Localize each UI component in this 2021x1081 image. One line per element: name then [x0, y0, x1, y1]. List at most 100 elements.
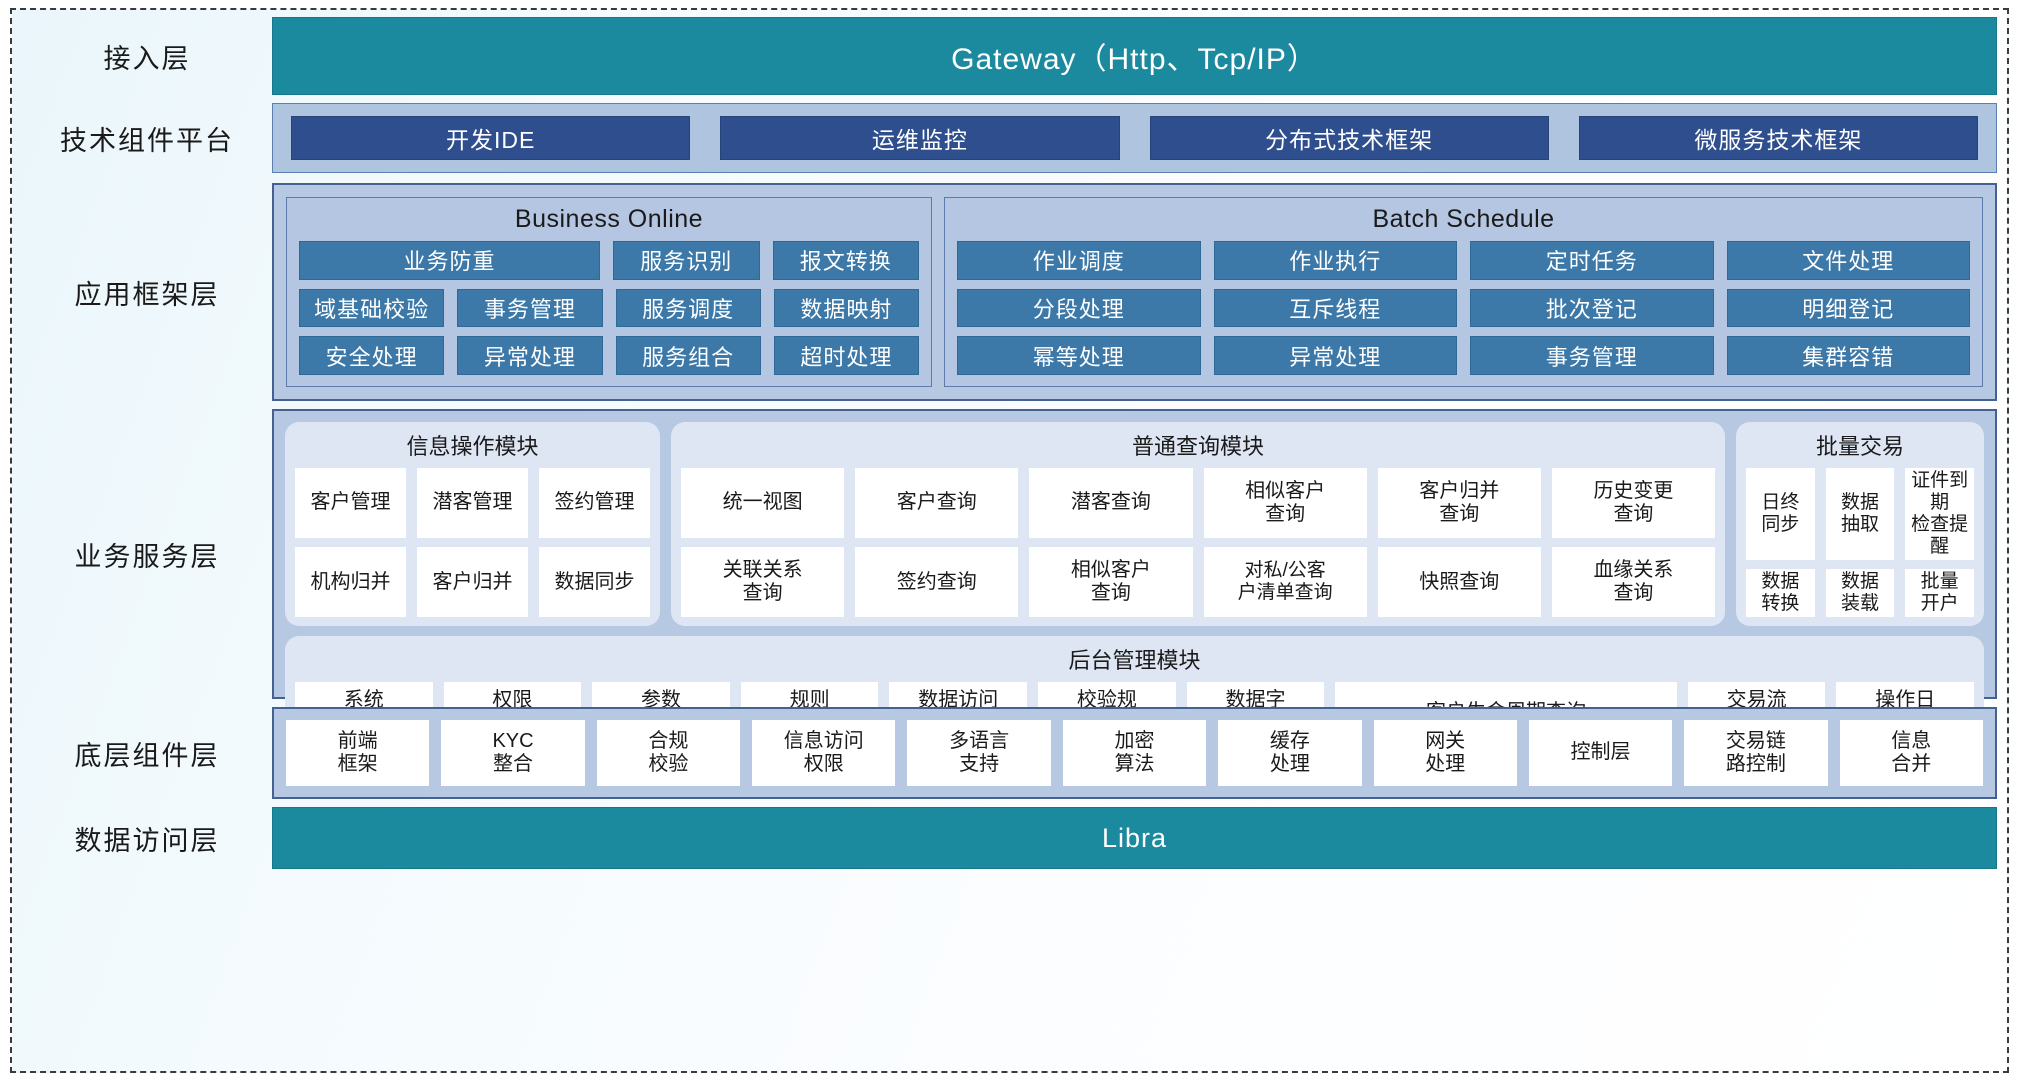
info-module-row-1: 客户管理 潜客管理 签约管理 — [295, 468, 650, 539]
layer-data-access: 数据访问层 Libra — [22, 807, 1997, 869]
chip-file-process[interactable]: 文件处理 — [1726, 241, 1970, 280]
chip-frontend-framework[interactable]: 前端 框架 — [286, 720, 430, 786]
chip-encryption-algorithm[interactable]: 加密 算法 — [1062, 720, 1207, 786]
group-title-info-operation: 信息操作模块 — [406, 434, 539, 459]
chip-detail-register[interactable]: 明细登记 — [1726, 288, 1970, 328]
batch-tx-row-2: 数据 转换 数据 装载 批量 开户 — [1746, 569, 1975, 618]
chip-customer-merge[interactable]: 客户归并 — [417, 547, 528, 618]
batch-tx-rows: 日终 同步 数据 抽取 证件到期 检查提醒 数据 转换 数据 装载 批量 开户 — [1746, 468, 1975, 618]
chip-transaction-manage-batch[interactable]: 事务管理 — [1470, 336, 1714, 376]
batch-schedule-rows: 作业调度 作业执行 定时任务 文件处理 分段处理 互斥线程 批次登记 明细登记 — [957, 241, 1970, 376]
group-title-business-online: Business Online — [514, 205, 704, 233]
business-online-row-1: 业务防重 服务识别 报文转换 — [299, 241, 919, 280]
chip-exception-process-online[interactable]: 异常处理 — [457, 336, 603, 376]
layer-label-access: 接入层 — [103, 43, 191, 74]
chip-scheduled-task[interactable]: 定时任务 — [1470, 241, 1714, 280]
tech-chip-ops-monitor[interactable]: 运维监控 — [720, 116, 1120, 160]
chip-security-process[interactable]: 安全处理 — [299, 336, 445, 376]
query-module-row-1: 统一视图 客户查询 潜客查询 相似客户 查询 客户归并 查询 历史变更 查询 — [681, 468, 1716, 539]
chip-service-identify[interactable]: 服务识别 — [613, 241, 760, 280]
chip-private-public-customer-list-query[interactable]: 对私/公客 户清单查询 — [1203, 547, 1367, 618]
group-title-batch-schedule: Batch Schedule — [1372, 205, 1555, 233]
batch-schedule-row-2: 分段处理 互斥线程 批次登记 明细登记 — [957, 288, 1970, 328]
chip-kyc-integration[interactable]: KYC 整合 — [441, 720, 585, 786]
tech-chip-distributed-framework[interactable]: 分布式技术框架 — [1149, 116, 1549, 160]
query-module-row-2: 关联关系 查询 签约查询 相似客户 查询 对私/公客 户清单查询 快照查询 血缘… — [681, 547, 1716, 618]
chip-snapshot-query[interactable]: 快照查询 — [1377, 547, 1541, 618]
chip-customer-query[interactable]: 客户查询 — [855, 468, 1019, 539]
chip-cluster-fault-tolerance[interactable]: 集群容错 — [1726, 336, 1970, 376]
chip-job-execute[interactable]: 作业执行 — [1213, 241, 1457, 280]
chip-message-convert[interactable]: 报文转换 — [772, 241, 919, 280]
batch-schedule-row-3: 幂等处理 异常处理 事务管理 集群容错 — [957, 336, 1970, 376]
chip-job-schedule[interactable]: 作业调度 — [957, 241, 1201, 280]
libra-bar[interactable]: Libra — [272, 807, 1997, 869]
chip-business-dedup[interactable]: 业务防重 — [299, 241, 601, 280]
layer-label-tech: 技术组件平台 — [60, 125, 234, 156]
chip-customer-manage[interactable]: 客户管理 — [295, 468, 406, 539]
chip-data-transform[interactable]: 数据 转换 — [1746, 569, 1815, 618]
tech-chip-microservice-framework[interactable]: 微服务技术框架 — [1578, 116, 1978, 160]
layer-access: 接入层 Gateway（Http、Tcp/IP） — [22, 17, 1997, 95]
chip-segment-process[interactable]: 分段处理 — [957, 288, 1201, 328]
batch-tx-row-1: 日终 同步 数据 抽取 证件到期 检查提醒 — [1746, 468, 1975, 561]
info-module-row-2: 机构归并 客户归并 数据同步 — [295, 547, 650, 618]
business-service-panel: 信息操作模块 客户管理 潜客管理 签约管理 机构归并 客户归并 — [272, 409, 1997, 752]
chip-control-layer[interactable]: 控制层 — [1528, 720, 1673, 786]
chip-batch-register[interactable]: 批次登记 — [1470, 288, 1714, 328]
chip-domain-basic-validate[interactable]: 域基础校验 — [299, 288, 445, 328]
chip-transaction-manage[interactable]: 事务管理 — [457, 288, 603, 328]
layer-app-framework: 应用框架层 Business Online 业务防重 服务识别 报文转换 — [22, 183, 1997, 401]
chip-data-extract[interactable]: 数据 抽取 — [1825, 468, 1895, 561]
business-online-rows: 业务防重 服务识别 报文转换 域基础校验 事务管理 服务调度 数据映射 — [299, 241, 919, 376]
chip-service-schedule[interactable]: 服务调度 — [615, 288, 761, 328]
chip-relation-query[interactable]: 关联关系 查询 — [681, 547, 845, 618]
chip-unified-view[interactable]: 统一视图 — [681, 468, 845, 539]
layer-body-base-component: 前端 框架 KYC 整合 合规 校验 信息访问 权限 多语言 支持 加密 算法 … — [272, 707, 1997, 799]
chip-data-mapping[interactable]: 数据映射 — [773, 288, 919, 328]
chip-org-merge[interactable]: 机构归并 — [295, 547, 406, 618]
chip-service-compose[interactable]: 服务组合 — [615, 336, 761, 376]
chip-similar-customer-query-1[interactable]: 相似客户 查询 — [1203, 468, 1367, 539]
chip-mutex-thread[interactable]: 互斥线程 — [1213, 288, 1457, 328]
chip-data-load[interactable]: 数据 装载 — [1825, 569, 1895, 618]
chip-certificate-expiry-reminder[interactable]: 证件到期 检查提醒 — [1905, 468, 1975, 561]
group-business-online: Business Online 业务防重 服务识别 报文转换 域基础校验 事务管… — [286, 197, 932, 387]
business-service-top-row: 信息操作模块 客户管理 潜客管理 签约管理 机构归并 客户归并 — [285, 422, 1984, 627]
chip-batch-account-open[interactable]: 批量 开户 — [1905, 569, 1975, 618]
chip-gateway-process[interactable]: 网关 处理 — [1373, 720, 1517, 786]
chip-info-merge[interactable]: 信息 合并 — [1839, 720, 1983, 786]
chip-info-access-permission[interactable]: 信息访问 权限 — [752, 720, 896, 786]
layer-body-data-access: Libra — [272, 807, 1997, 869]
layer-label-business-service: 业务服务层 — [74, 541, 220, 572]
chip-timeout-process[interactable]: 超时处理 — [773, 336, 919, 376]
group-batch-transaction: 批量交易 日终 同步 数据 抽取 证件到期 检查提醒 数据 转换 数据 装载 — [1736, 422, 1984, 627]
group-batch-schedule: Batch Schedule 作业调度 作业执行 定时任务 文件处理 分段处理 … — [944, 197, 1983, 387]
chip-prospect-query[interactable]: 潜客查询 — [1029, 468, 1193, 539]
chip-data-sync[interactable]: 数据同步 — [539, 547, 650, 618]
app-framework-panel: Business Online 业务防重 服务识别 报文转换 域基础校验 事务管… — [272, 183, 1997, 401]
tech-chip-ide[interactable]: 开发IDE — [291, 116, 691, 160]
layer-body-business-service: 信息操作模块 客户管理 潜客管理 签约管理 机构归并 客户归并 — [272, 409, 1997, 752]
chip-eod-sync[interactable]: 日终 同步 — [1746, 468, 1815, 561]
base-component-panel: 前端 框架 KYC 整合 合规 校验 信息访问 权限 多语言 支持 加密 算法 … — [272, 707, 1997, 799]
chip-customer-merge-query[interactable]: 客户归并 查询 — [1377, 468, 1541, 539]
tech-panel: 开发IDE 运维监控 分布式技术框架 微服务技术框架 — [272, 103, 1997, 173]
chip-exception-process-batch[interactable]: 异常处理 — [1213, 336, 1457, 376]
layer-label-data-access: 数据访问层 — [74, 825, 220, 856]
chip-contract-query[interactable]: 签约查询 — [855, 547, 1019, 618]
chip-prospect-manage[interactable]: 潜客管理 — [417, 468, 528, 539]
chip-transaction-chain-control[interactable]: 交易链 路控制 — [1684, 720, 1828, 786]
chip-history-change-query[interactable]: 历史变更 查询 — [1551, 468, 1716, 539]
layer-body-tech: 开发IDE 运维监控 分布式技术框架 微服务技术框架 — [272, 103, 1997, 173]
layer-business-service: 业务服务层 信息操作模块 客户管理 潜客管理 签约管理 — [22, 409, 1997, 752]
chip-idempotent-process[interactable]: 幂等处理 — [957, 336, 1201, 376]
chip-multilanguage-support[interactable]: 多语言 支持 — [907, 720, 1051, 786]
chip-similar-customer-query-2[interactable]: 相似客户 查询 — [1029, 547, 1193, 618]
gateway-bar[interactable]: Gateway（Http、Tcp/IP） — [272, 17, 1997, 95]
chip-compliance-check[interactable]: 合规 校验 — [596, 720, 741, 786]
chip-cache-process[interactable]: 缓存 处理 — [1218, 720, 1362, 786]
chip-lineage-relation-query[interactable]: 血缘关系 查询 — [1551, 547, 1716, 618]
chip-contract-manage[interactable]: 签约管理 — [539, 468, 650, 539]
